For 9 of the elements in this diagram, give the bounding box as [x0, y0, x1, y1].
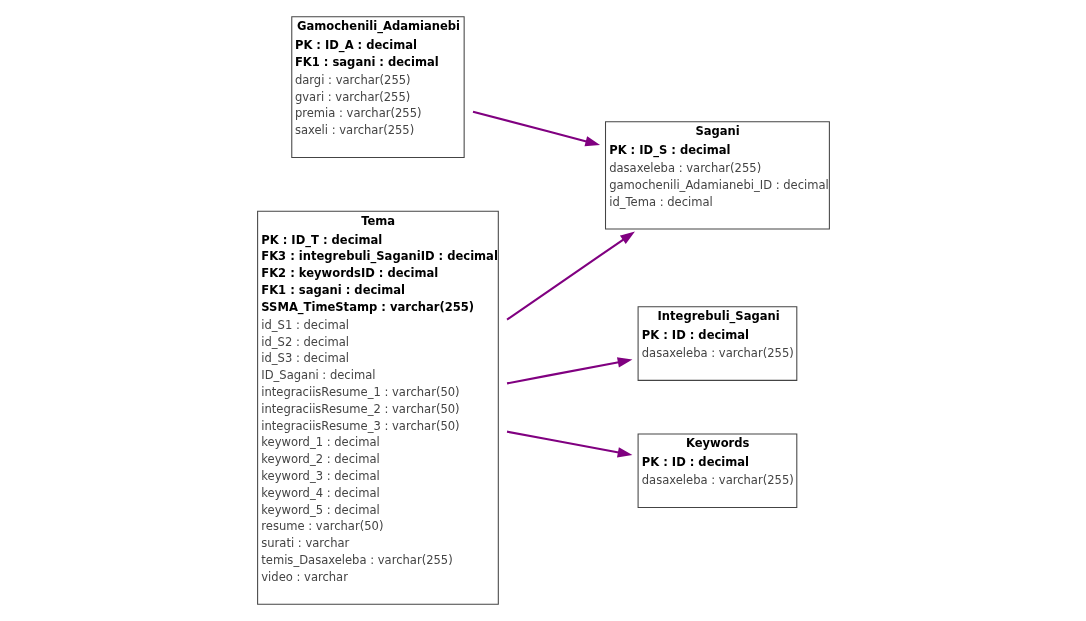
arrow — [506, 430, 632, 458]
node-box: Tema PK : ID_T : decimal FK3 : integrebuli_SaganiID : decimal FK2 : keywordsID : decimal FK1 : sagani : decimal SSMA_TimeStamp : varchar(255) id_S1 : decimal id_S2 : decimal id_S3 : decimal ID_Sagani : decimal integraciisResume_1 : varchar(50) integraciisResume_2 : varchar(50) integraciisResume_3 : varchar(50) keyword_1 : decimal keyword_2 : decimal keyword_3 : decimal keyword_4 : decimal keyword_5 : decimal resume : varchar(50) surati : varchar temis_Dasaxeleba : varchar(255) video : varchar — [256, 210, 499, 605]
node-box: Integrebuli_Sagani PK : ID : decimal dasaxeleba : varchar(255) — [637, 306, 797, 381]
node-box: Sagani PK : ID_S : decimal dasaxeleba : varchar(255) gamochenili_Adamianebi_ID : decimal id_Tema : decimal — [604, 121, 830, 230]
node-box: Gamochenili_Adamianebi PK : ID_A : decimal FK1 : sagani : decimal dargi : varchar(255) gvari : varchar(255) premia : varchar(255) saxeli : varchar(255) — [290, 16, 465, 159]
node-box: Keywords PK : ID : decimal dasaxeleba : varchar(255) — [637, 433, 797, 509]
arrow — [506, 357, 632, 385]
arrow — [472, 110, 600, 147]
arrow — [505, 231, 635, 321]
